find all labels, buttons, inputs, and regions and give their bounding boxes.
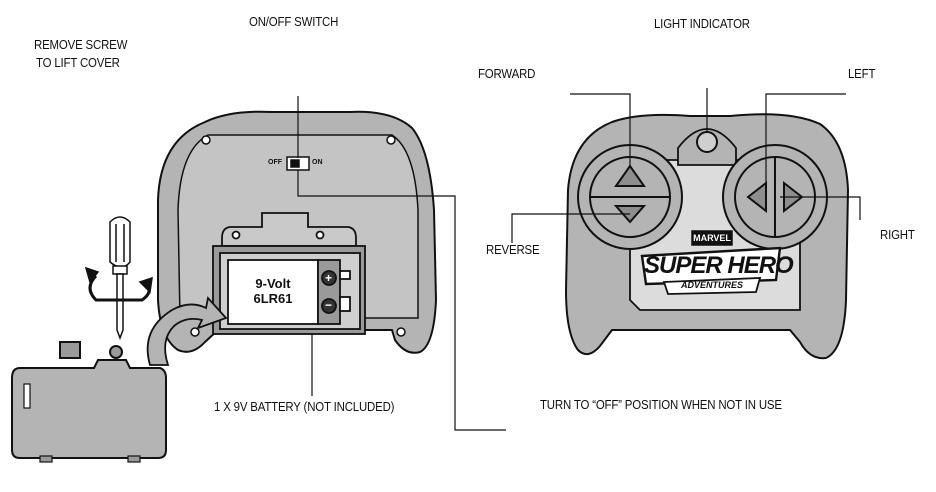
marvel-logo-text: MARVEL xyxy=(693,233,731,243)
adventures-logo-text: ADVENTURES xyxy=(680,280,743,290)
on-off-switch-body xyxy=(286,156,310,171)
remove-screw-label-line2: TO LIFT COVER xyxy=(36,55,120,70)
switch-off-text: OFF xyxy=(268,159,282,166)
light-indicator-label: LIGHT INDICATOR xyxy=(654,16,750,31)
right-label: RIGHT xyxy=(880,227,915,242)
leader-lines-left xyxy=(297,96,506,431)
battery-note-label: 1 X 9V BATTERY (NOT INCLUDED) xyxy=(214,399,395,414)
remove-screw-label-line1: REMOVE SCREW xyxy=(34,37,128,52)
battery-model-text: 6LR61 xyxy=(253,291,293,306)
battery-voltage-text: 9-Volt xyxy=(255,276,291,291)
battery-compartment xyxy=(212,212,366,335)
super-hero-logo-shape xyxy=(640,230,782,295)
battery-minus-symbol: − xyxy=(325,298,333,312)
on-off-switch-label: ON/OFF SWITCH xyxy=(249,14,339,29)
reverse-label: REVERSE xyxy=(486,242,540,257)
turn-off-note-label: TURN TO “OFF” POSITION WHEN NOT IN USE xyxy=(540,397,782,412)
lift-cover-arrow xyxy=(146,296,228,366)
battery-label: 9-Volt 6LR61 xyxy=(228,276,318,306)
battery-plus-symbol: + xyxy=(325,271,333,285)
switch-on-text: ON xyxy=(312,159,323,166)
back-screws xyxy=(190,135,406,337)
screwdriver xyxy=(84,216,153,341)
super-hero-logo-text: SUPER HERO xyxy=(644,252,794,279)
left-label: LEFT xyxy=(848,66,876,81)
leader-lines-right xyxy=(511,88,861,243)
forward-label: FORWARD xyxy=(478,66,536,81)
battery-cover xyxy=(11,341,167,463)
